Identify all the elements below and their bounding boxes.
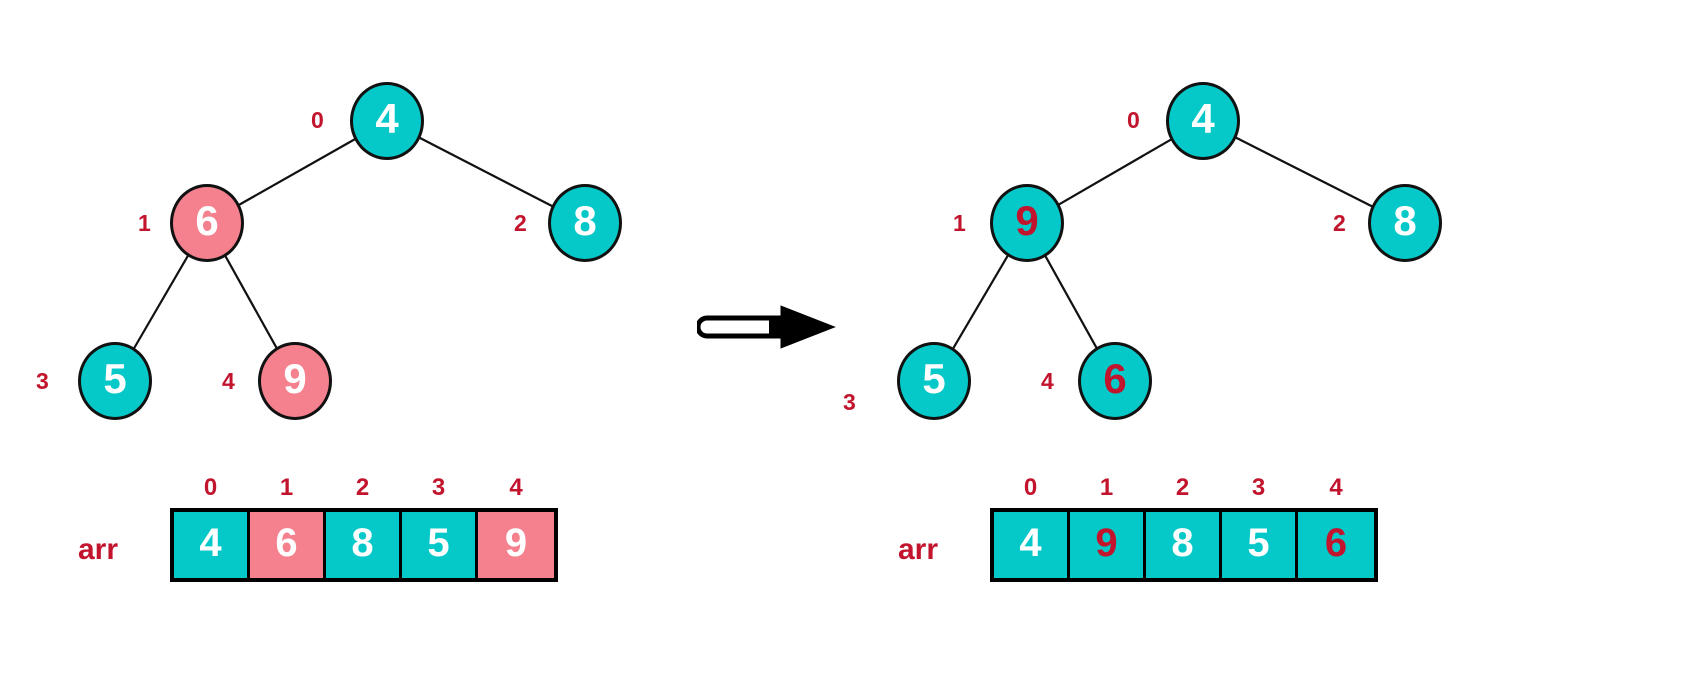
array-cell-value: 5 (427, 521, 450, 565)
tree-node-right-0: 4 (1166, 82, 1240, 160)
tree-node-left-2: 8 (548, 184, 622, 262)
array-cell-index-left-1: 1 (279, 474, 294, 501)
tree-node-left-1: 6 (170, 184, 244, 262)
tree-node-index-right-4: 4 (1041, 368, 1054, 394)
tree-node-left-4: 9 (258, 342, 332, 420)
tree-node-index-right-3: 3 (843, 389, 856, 415)
tree-edge-right-0-1 (1056, 137, 1174, 207)
array-cell-value: 5 (1247, 521, 1270, 565)
array-cell-index-right-1: 1 (1099, 474, 1114, 501)
tree-node-left-0: 4 (350, 82, 424, 160)
tree-edge-right-0-2 (1233, 135, 1375, 209)
tree-node-value: 4 (1191, 95, 1215, 142)
tree-node-left-3: 5 (78, 342, 152, 420)
tree-node-index-right-1: 1 (953, 210, 966, 236)
tree-node-right-4: 6 (1078, 342, 1152, 420)
tree-node-value: 8 (573, 197, 597, 244)
tree-node-right-2: 8 (1368, 184, 1442, 262)
transform-arrow (695, 303, 837, 356)
tree-node-value: 5 (103, 355, 127, 402)
tree-node-index-left-2: 2 (514, 210, 527, 236)
tree-node-value: 8 (1393, 197, 1417, 244)
tree-node-index-left-0: 0 (311, 107, 324, 133)
tree-node-value: 6 (1103, 355, 1127, 402)
array-cell-index-right-0: 0 (1023, 474, 1038, 501)
tree-node-index-left-4: 4 (222, 368, 235, 394)
tree-node-value: 4 (375, 95, 399, 142)
array-cell-value: 9 (504, 521, 528, 565)
tree-edge-left-1-3 (131, 252, 191, 352)
tree-edge-left-1-4 (223, 253, 279, 351)
array-cell-value: 8 (351, 521, 374, 565)
array-cell-index-left-2: 2 (355, 474, 370, 501)
array-cell-value: 4 (199, 521, 222, 565)
tree-edge-right-1-3 (950, 252, 1011, 352)
tree-edge-left-0-1 (236, 137, 358, 207)
array-cell-index-left-0: 0 (203, 474, 218, 501)
right-double-arrow-icon (695, 305, 836, 349)
array-cell-index-right-2: 2 (1175, 474, 1190, 501)
tree-node-value: 9 (1015, 197, 1039, 244)
tree-edge-left-0-2 (417, 136, 555, 208)
array-cell-value: 6 (1324, 521, 1348, 565)
array-cell-value: 9 (1095, 521, 1118, 565)
tree-node-index-right-2: 2 (1333, 210, 1346, 236)
array-cell-index-left-3: 3 (431, 474, 446, 501)
array-cell-index-left-4: 4 (509, 474, 523, 501)
array-cell-index-right-4: 4 (1329, 474, 1343, 501)
array-cell-index-right-3: 3 (1251, 474, 1266, 501)
array-cell-value: 6 (275, 521, 298, 565)
tree-node-right-3: 5 (897, 342, 971, 420)
array-cell-value: 4 (1019, 521, 1042, 565)
left-array-label: arr (78, 533, 119, 566)
tree-node-value: 6 (195, 197, 219, 244)
tree-node-value: 9 (283, 355, 307, 402)
tree-node-index-right-0: 0 (1127, 107, 1140, 133)
tree-node-value: 5 (922, 355, 946, 402)
tree-node-right-1: 9 (990, 184, 1064, 262)
right-array-label: arr (898, 533, 939, 566)
tree-node-index-left-3: 3 (36, 368, 49, 394)
tree-edge-right-1-4 (1043, 253, 1099, 351)
array-cell-value: 8 (1171, 521, 1194, 565)
tree-node-index-left-1: 1 (138, 210, 151, 236)
